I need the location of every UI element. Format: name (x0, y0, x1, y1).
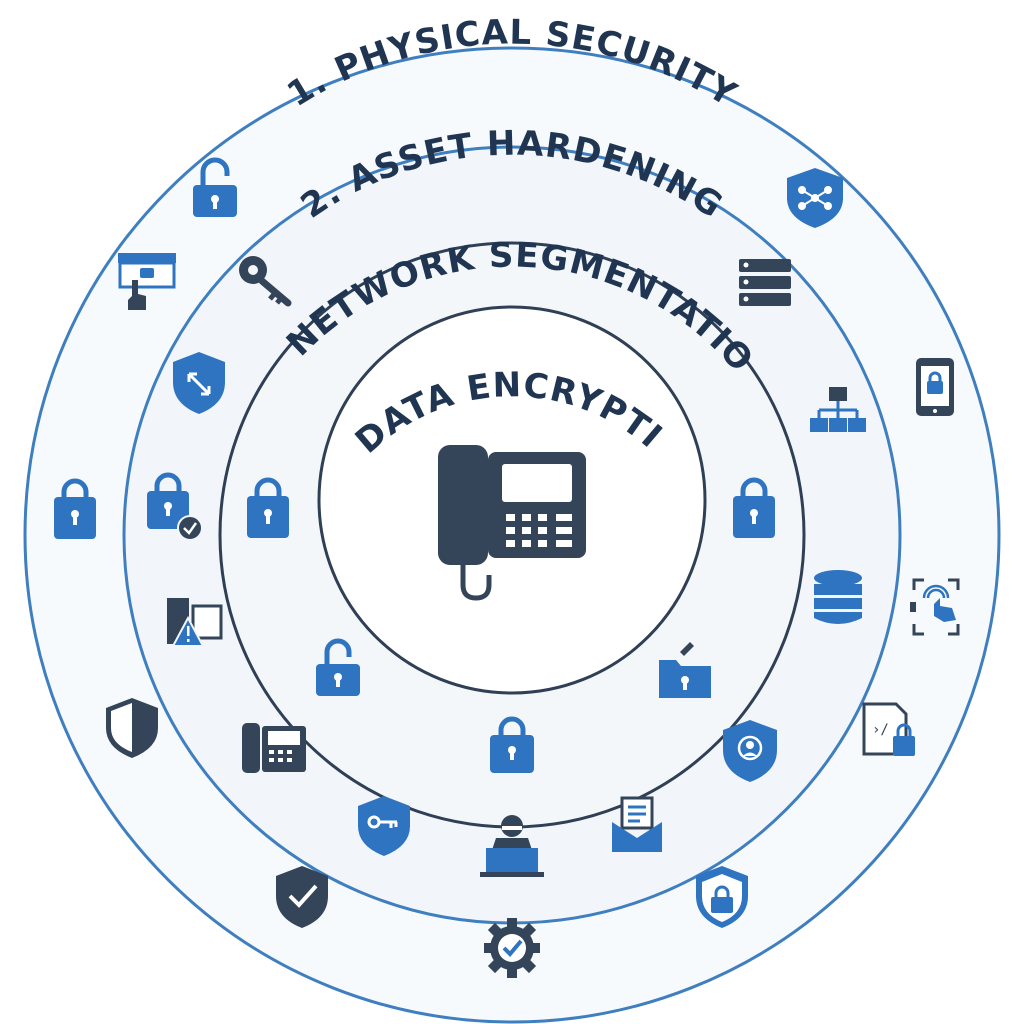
svg-text:›/: ›/ (872, 722, 889, 738)
server-rack-icon (739, 259, 791, 306)
shield-user-icon (723, 720, 777, 782)
email-icon (612, 796, 662, 852)
server-alert-icon (167, 598, 223, 647)
padlock-icon (247, 477, 289, 538)
hacker-laptop-icon (480, 815, 544, 877)
shield-check-icon (276, 866, 328, 928)
desk-phone-icon (242, 723, 306, 773)
padlock-icon (54, 478, 96, 539)
shield-network-icon (787, 168, 843, 228)
kiosk-touch-icon (118, 253, 176, 310)
shield-sync-icon (173, 352, 225, 414)
shield-key-icon (358, 796, 410, 856)
code-file-lock-icon: ›/ (862, 702, 915, 756)
database-icon (814, 570, 862, 624)
key-icon (239, 256, 292, 307)
biometric-touch-icon (910, 578, 960, 636)
center-desk-phone-icon (438, 445, 586, 601)
folder-lock-icon (659, 642, 711, 698)
gear-check-icon (484, 918, 540, 978)
padlock-icon (490, 716, 534, 773)
unlocked-padlock-icon (316, 638, 360, 696)
shield-lock-icon (696, 866, 748, 928)
shield-icon (106, 698, 158, 758)
mobile-lock-icon (916, 358, 954, 416)
padlock-icon (733, 477, 775, 538)
padlock-check-icon (147, 472, 203, 541)
unlocked-padlock-icon (193, 157, 237, 217)
network-hierarchy-icon (810, 387, 866, 432)
